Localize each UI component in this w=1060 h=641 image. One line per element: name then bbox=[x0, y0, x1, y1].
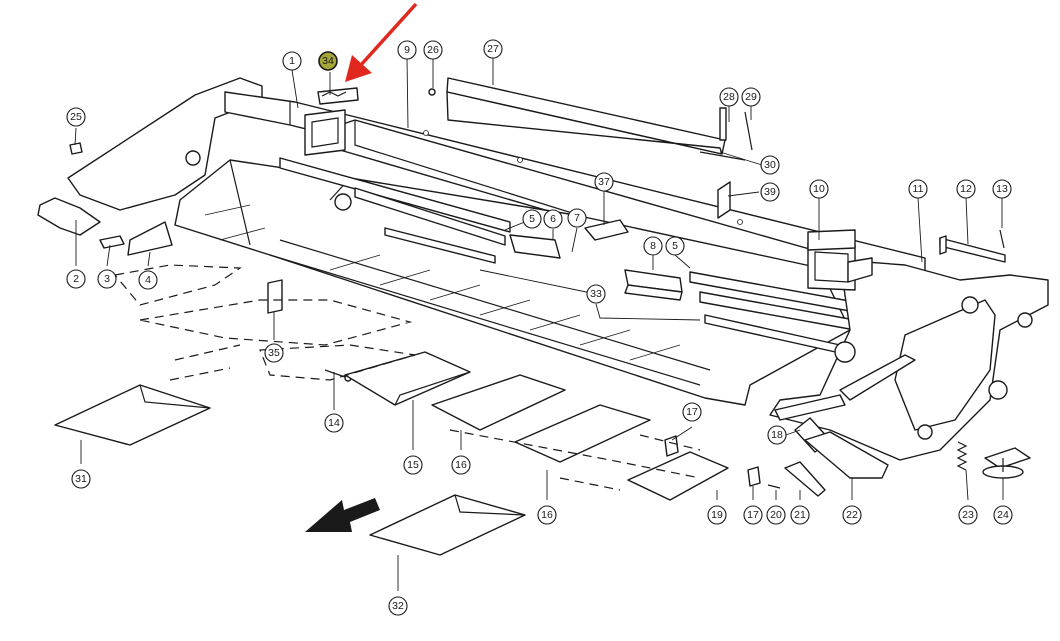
svg-text:8: 8 bbox=[650, 240, 656, 252]
callout-6: 6 bbox=[543, 209, 563, 229]
callout-3: 3 bbox=[97, 269, 117, 289]
svg-text:28: 28 bbox=[723, 91, 735, 103]
svg-text:30: 30 bbox=[764, 159, 776, 171]
svg-text:25: 25 bbox=[70, 111, 82, 123]
svg-text:14: 14 bbox=[328, 417, 340, 429]
svg-text:31: 31 bbox=[75, 473, 87, 485]
callout-8: 8 bbox=[643, 236, 663, 256]
callout-11: 11 bbox=[908, 179, 928, 199]
callout-29: 29 bbox=[741, 87, 761, 107]
svg-text:1: 1 bbox=[289, 55, 295, 67]
loose-parts bbox=[37, 77, 1031, 556]
callout-30: 30 bbox=[760, 155, 780, 175]
callout-16b: 16 bbox=[537, 505, 557, 525]
callout-2: 2 bbox=[66, 269, 86, 289]
callout-20: 20 bbox=[766, 505, 786, 525]
svg-text:17: 17 bbox=[686, 406, 698, 418]
callout-12: 12 bbox=[956, 179, 976, 199]
callout-4: 4 bbox=[138, 270, 158, 290]
svg-text:21: 21 bbox=[794, 509, 806, 521]
svg-text:32: 32 bbox=[392, 600, 404, 612]
svg-text:6: 6 bbox=[550, 213, 556, 225]
svg-text:29: 29 bbox=[745, 91, 757, 103]
callout-21: 21 bbox=[790, 505, 810, 525]
svg-text:23: 23 bbox=[962, 509, 974, 521]
svg-text:39: 39 bbox=[764, 186, 776, 198]
callout-23: 23 bbox=[958, 505, 978, 525]
svg-text:27: 27 bbox=[487, 43, 499, 55]
svg-text:16: 16 bbox=[541, 509, 553, 521]
callout-37: 37 bbox=[594, 172, 614, 192]
svg-text:17: 17 bbox=[747, 509, 759, 521]
leader-lines bbox=[74, 57, 1004, 591]
svg-text:9: 9 bbox=[404, 44, 410, 56]
dashed-outline bbox=[113, 264, 701, 491]
callout-17b: 17 bbox=[743, 505, 763, 525]
svg-text:7: 7 bbox=[574, 212, 580, 224]
callout-15: 15 bbox=[403, 455, 423, 475]
svg-text:19: 19 bbox=[711, 509, 723, 521]
callout-34-highlighted: 34 bbox=[318, 51, 338, 71]
svg-text:22: 22 bbox=[846, 509, 858, 521]
callout-9: 9 bbox=[397, 40, 417, 60]
callout-17a: 17 bbox=[682, 402, 702, 422]
svg-text:16: 16 bbox=[455, 459, 467, 471]
svg-text:35: 35 bbox=[268, 347, 280, 359]
callout-28: 28 bbox=[719, 87, 739, 107]
callout-22: 22 bbox=[842, 505, 862, 525]
svg-text:2: 2 bbox=[73, 273, 79, 285]
svg-text:11: 11 bbox=[913, 183, 924, 195]
svg-text:10: 10 bbox=[813, 183, 825, 195]
callout-7: 7 bbox=[567, 208, 587, 228]
svg-text:18: 18 bbox=[771, 429, 783, 441]
chassis-frame bbox=[67, 77, 1049, 461]
callout-35: 35 bbox=[264, 343, 284, 363]
svg-text:5: 5 bbox=[672, 240, 678, 252]
svg-text:24: 24 bbox=[997, 509, 1009, 521]
svg-text:37: 37 bbox=[598, 176, 610, 188]
svg-text:34: 34 bbox=[322, 55, 334, 67]
callout-31: 31 bbox=[71, 469, 91, 489]
svg-text:33: 33 bbox=[590, 288, 602, 300]
svg-text:20: 20 bbox=[770, 509, 782, 521]
svg-text:4: 4 bbox=[145, 274, 151, 286]
red-pointer-arrow bbox=[345, 2, 418, 82]
callout-1: 1 bbox=[282, 51, 302, 71]
callouts: 1 34 9 26 27 28 29 30 39 25 37 10 11 12 … bbox=[66, 39, 1013, 616]
callout-33: 33 bbox=[586, 284, 606, 304]
callout-10: 10 bbox=[809, 179, 829, 199]
callout-24: 24 bbox=[993, 505, 1013, 525]
direction-arrow bbox=[305, 498, 380, 532]
callout-32: 32 bbox=[388, 596, 408, 616]
callout-26: 26 bbox=[423, 40, 443, 60]
svg-text:3: 3 bbox=[104, 273, 110, 285]
svg-text:15: 15 bbox=[407, 459, 419, 471]
callout-39: 39 bbox=[760, 182, 780, 202]
callout-27: 27 bbox=[483, 39, 503, 59]
callout-13: 13 bbox=[992, 179, 1012, 199]
callout-14: 14 bbox=[324, 413, 344, 433]
callout-16a: 16 bbox=[451, 455, 471, 475]
svg-text:26: 26 bbox=[427, 44, 439, 56]
callout-25: 25 bbox=[66, 107, 86, 127]
callout-19: 19 bbox=[707, 505, 727, 525]
callout-5a: 5 bbox=[522, 209, 542, 229]
svg-text:5: 5 bbox=[529, 213, 535, 225]
svg-text:12: 12 bbox=[960, 183, 972, 195]
callout-5b: 5 bbox=[665, 236, 685, 256]
svg-text:13: 13 bbox=[996, 183, 1008, 195]
callout-18: 18 bbox=[767, 425, 787, 445]
